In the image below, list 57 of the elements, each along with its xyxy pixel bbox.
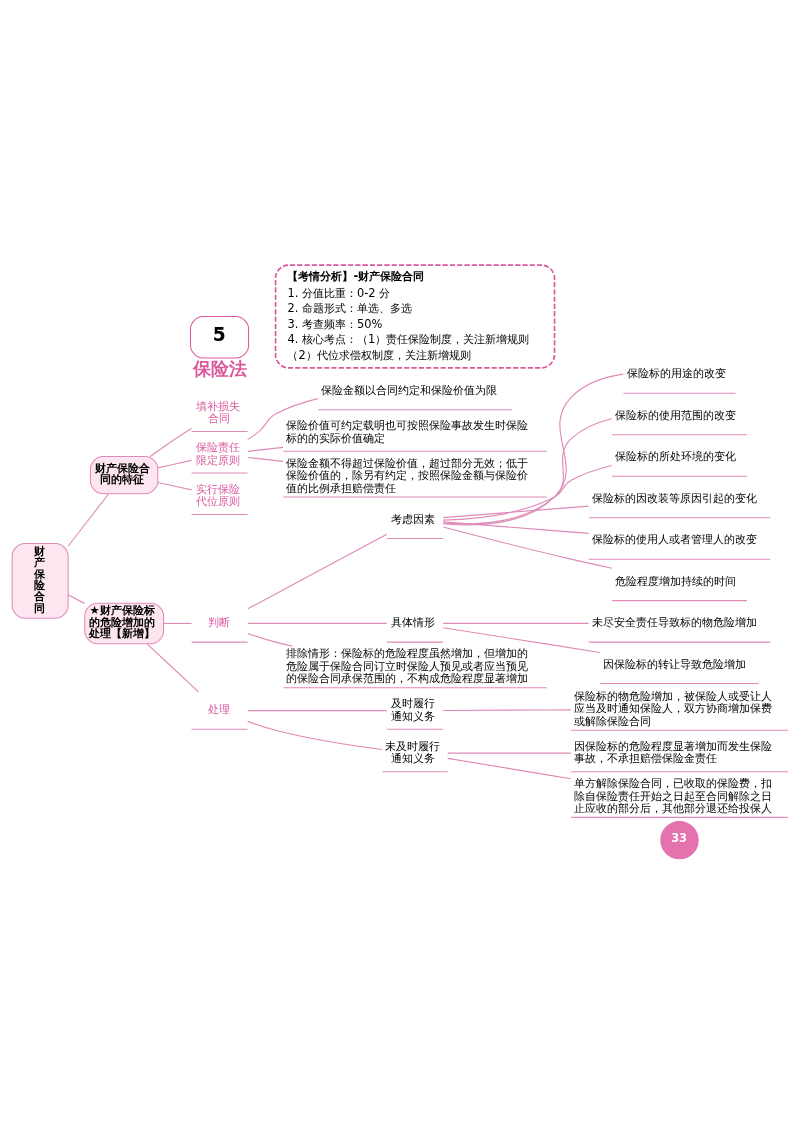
connector <box>163 622 193 624</box>
node-label: 保险法 <box>192 359 247 380</box>
connector <box>442 622 590 624</box>
connector <box>247 622 388 624</box>
node-text: 因保险标的危险程度显著增加而发生保险事故，不承担赔偿保险金责任 <box>574 738 773 766</box>
connector <box>442 464 613 521</box>
node-text: 判断 <box>207 615 230 630</box>
node-text: 危险程度增加持续的时间 <box>615 573 737 588</box>
node-text: 保险价值可约定载明也可按照保险事故发生时保险标的的实际价值确定 <box>286 418 529 445</box>
connector <box>67 493 110 547</box>
connector <box>146 643 200 693</box>
node-text: 保险金额不得超过保险价值，超过部分无效；低于保险价值的，除另有约定，按照保险金额与保险价值的比例承担赔偿责任 <box>286 455 529 495</box>
node-box: 财产保险合同 <box>11 543 69 619</box>
connector <box>247 446 284 452</box>
node-text: 保险标的因改装等原因引起的变化 <box>591 490 757 505</box>
node-text: 保险标的物危险增加，被保险人或受让人应当及时通知保险人，双方协商增加保费或解除保险合同 <box>574 688 773 728</box>
node-text: 处理 <box>207 702 230 717</box>
connector <box>447 752 572 754</box>
node-text: 保险金额以合同约定和保险价值为限 <box>321 383 498 398</box>
node-circle: 33 <box>660 821 699 860</box>
node-text: 及时履行通知义务 <box>391 696 436 723</box>
node-text: 保险标的所处环境的变化 <box>615 449 737 464</box>
node-text: 实行保险代位原则 <box>195 481 240 509</box>
connector <box>67 594 86 605</box>
connector <box>442 505 590 519</box>
connector <box>157 459 192 469</box>
node-text: 保险标的使用人或者管理人的改变 <box>591 532 757 547</box>
connector <box>442 627 601 654</box>
connector <box>442 709 572 712</box>
connector <box>247 398 319 441</box>
connector <box>447 757 572 780</box>
connector <box>157 481 192 491</box>
node-text: 填补损失合同 <box>195 398 240 426</box>
connector <box>149 428 193 457</box>
node-box: 财产保险合同的特征 <box>89 455 159 495</box>
node-text: 未尽安全责任导致标的物危险增加 <box>591 615 757 630</box>
connector <box>442 526 613 569</box>
node-box: 【考情分析】-财产保险合同 1. 分值比重：0-2 分 2. 命题形式：单选、多选 3. 考查频率：50% 4. 核心考点：（1）责任保险制度，关注新增规则 （2）代位求偿权制度，关注新增规则 <box>274 264 556 369</box>
connector <box>247 633 294 647</box>
node-text: 保险标的用途的改变 <box>626 366 726 381</box>
node-text: 因保险标的转让导致危险增加 <box>603 656 747 671</box>
node-text: 排除情形：保险标的危险程度虽然增加，但增加的危险属于保险合同订立时保险人预见或者应当预见的保险合同承保范围的，不构成危险程度显著增加 <box>286 646 529 686</box>
connector <box>247 710 388 712</box>
node-text: 考虑因素 <box>391 511 436 526</box>
node-text: 具体情形 <box>391 615 436 630</box>
node-text: 保险责任限定原则 <box>195 440 240 467</box>
node-text: 保险标的使用范围的改变 <box>615 407 737 422</box>
node-text: 单方解除保险合同，已收取的保险费，扣除自保险责任开始之日起至合同解除之日止应收的部分后，其他部分退还给投保人 <box>574 776 773 815</box>
connector <box>247 720 383 751</box>
node-text: 未及时履行通知义务 <box>385 738 441 766</box>
node-box: 5 <box>190 315 250 359</box>
connector <box>442 521 590 534</box>
connector <box>247 456 284 462</box>
connector <box>442 418 613 525</box>
node-box: ★财产保险标的危险增加的处理【新增】 <box>84 602 165 645</box>
connector <box>442 373 624 526</box>
connector <box>247 533 388 610</box>
